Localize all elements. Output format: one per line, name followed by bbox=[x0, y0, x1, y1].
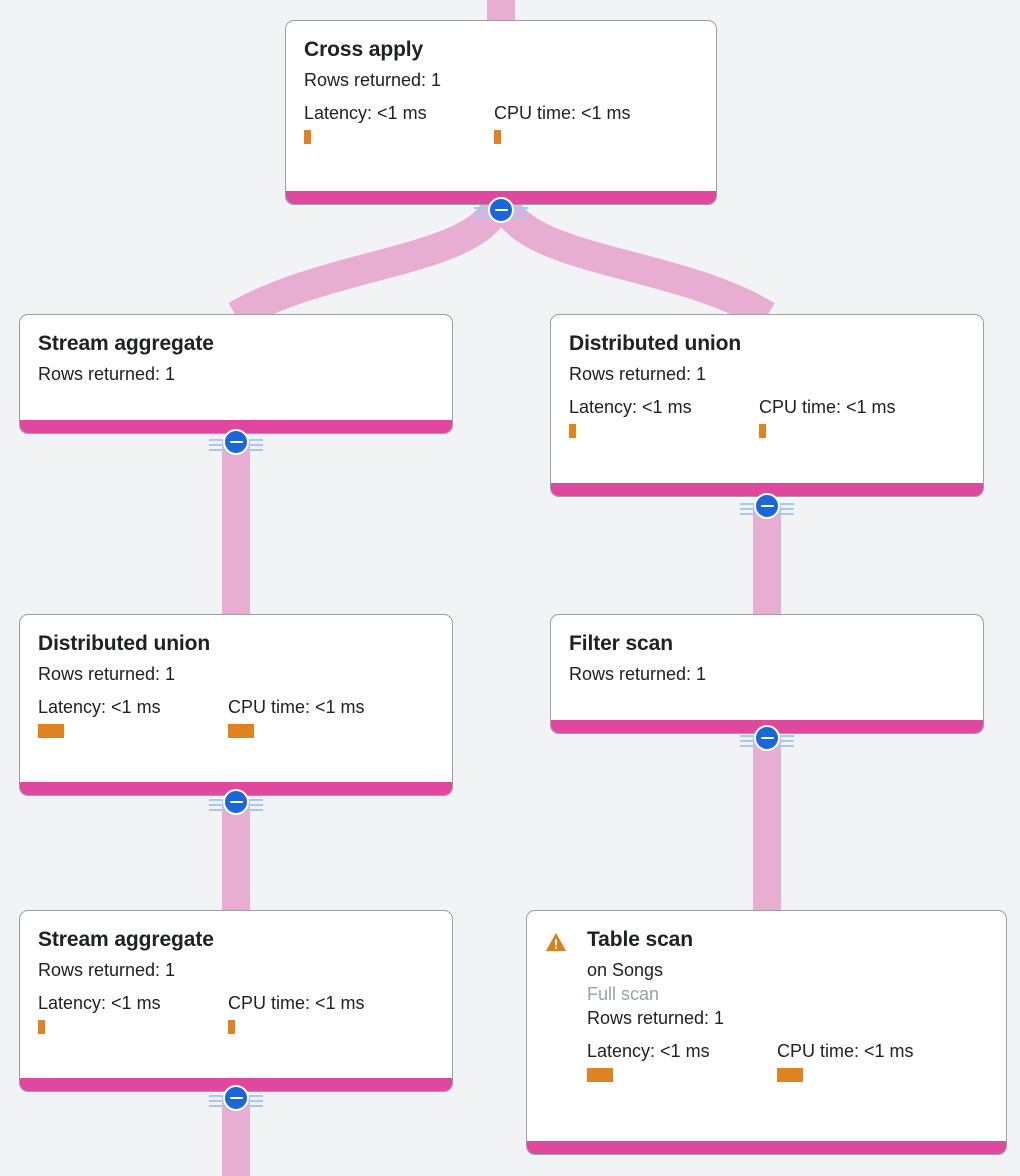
node-metrics: Latency: <1 ms CPU time: <1 ms bbox=[38, 992, 434, 1034]
minus-icon bbox=[488, 197, 514, 223]
node-accent-bar bbox=[551, 483, 983, 496]
collapse-toggle-stream-aggregate-left-1[interactable] bbox=[209, 429, 263, 455]
cpu-metric: CPU time: <1 ms bbox=[759, 396, 896, 438]
node-content: Filter scan Rows returned: 1 bbox=[569, 631, 965, 687]
cpu-bar bbox=[228, 724, 254, 738]
latency-bar bbox=[587, 1068, 613, 1082]
node-content: Distributed union Rows returned: 1 Laten… bbox=[569, 331, 965, 438]
latency-label: Latency: <1 ms bbox=[569, 397, 692, 417]
node-content: Table scan on Songs Full scan Rows retur… bbox=[587, 927, 988, 1082]
collapse-toggle-cross-apply[interactable] bbox=[474, 197, 528, 223]
node-accent-bar bbox=[20, 1078, 452, 1091]
latency-bar bbox=[569, 424, 576, 438]
node-accent-bar bbox=[527, 1141, 1006, 1154]
node-body: Filter scan Rows returned: 1 bbox=[551, 615, 983, 720]
collapse-toggle-distributed-union-left-2[interactable] bbox=[209, 789, 263, 815]
latency-label: Latency: <1 ms bbox=[38, 697, 161, 717]
minus-icon bbox=[754, 493, 780, 519]
latency-metric: Latency: <1 ms bbox=[587, 1040, 777, 1082]
rows-returned: Rows returned: 1 bbox=[569, 364, 707, 384]
latency-bar bbox=[304, 130, 311, 144]
node-title: Filter scan bbox=[569, 632, 673, 655]
cpu-bar bbox=[228, 1020, 235, 1034]
edge-cross-apply-to-distributed-union-right bbox=[492, 199, 775, 329]
node-body: Stream aggregate Rows returned: 1 bbox=[20, 315, 452, 420]
minus-icon bbox=[223, 429, 249, 455]
collapse-toggle-distributed-union-right-1[interactable] bbox=[740, 493, 794, 519]
minus-icon bbox=[223, 789, 249, 815]
cpu-metric: CPU time: <1 ms bbox=[228, 696, 365, 738]
node-content: Stream aggregate Rows returned: 1 Latenc… bbox=[38, 927, 434, 1034]
plan-node-stream-aggregate-left-1[interactable]: Stream aggregate Rows returned: 1 bbox=[19, 314, 453, 434]
cpu-bar bbox=[494, 130, 501, 144]
cpu-label: CPU time: <1 ms bbox=[494, 103, 631, 123]
collapse-toggle-filter-scan-right-2[interactable] bbox=[740, 725, 794, 751]
cpu-label: CPU time: <1 ms bbox=[228, 697, 365, 717]
node-body: Distributed union Rows returned: 1 Laten… bbox=[20, 615, 452, 782]
minus-icon bbox=[754, 725, 780, 751]
latency-metric: Latency: <1 ms bbox=[304, 102, 494, 144]
node-metrics: Latency: <1 ms CPU time: <1 ms bbox=[38, 696, 434, 738]
node-body: Table scan on Songs Full scan Rows retur… bbox=[527, 911, 1006, 1141]
node-body: Cross apply Rows returned: 1 Latency: <1… bbox=[286, 21, 716, 191]
collapse-toggle-stream-aggregate-left-3[interactable] bbox=[209, 1085, 263, 1111]
latency-bar bbox=[38, 1020, 45, 1034]
latency-label: Latency: <1 ms bbox=[38, 993, 161, 1013]
plan-node-stream-aggregate-left-3[interactable]: Stream aggregate Rows returned: 1 Latenc… bbox=[19, 910, 453, 1092]
node-title: Cross apply bbox=[304, 38, 424, 61]
latency-label: Latency: <1 ms bbox=[304, 103, 427, 123]
node-content: Cross apply Rows returned: 1 Latency: <1… bbox=[304, 37, 698, 144]
plan-node-distributed-union-left-2[interactable]: Distributed union Rows returned: 1 Laten… bbox=[19, 614, 453, 796]
cpu-bar bbox=[777, 1068, 803, 1082]
plan-node-distributed-union-right-1[interactable]: Distributed union Rows returned: 1 Laten… bbox=[550, 314, 984, 497]
node-title: Distributed union bbox=[38, 632, 211, 655]
rows-returned: Rows returned: 1 bbox=[38, 664, 176, 684]
rows-returned: Rows returned: 1 bbox=[587, 1008, 725, 1028]
rows-returned: Rows returned: 1 bbox=[38, 960, 176, 980]
node-title: Table scan bbox=[587, 928, 693, 951]
rows-returned: Rows returned: 1 bbox=[38, 364, 176, 384]
node-metrics: Latency: <1 ms CPU time: <1 ms bbox=[587, 1040, 988, 1082]
scan-type: Full scan bbox=[587, 984, 660, 1004]
latency-metric: Latency: <1 ms bbox=[569, 396, 759, 438]
node-title: Stream aggregate bbox=[38, 332, 214, 355]
node-body: Distributed union Rows returned: 1 Laten… bbox=[551, 315, 983, 483]
latency-metric: Latency: <1 ms bbox=[38, 696, 228, 738]
plan-node-table-scan-right-3[interactable]: Table scan on Songs Full scan Rows retur… bbox=[526, 910, 1007, 1155]
cpu-label: CPU time: <1 ms bbox=[228, 993, 365, 1013]
rows-returned: Rows returned: 1 bbox=[304, 70, 442, 90]
node-title: Distributed union bbox=[569, 332, 742, 355]
scan-target: on Songs bbox=[587, 960, 664, 980]
minus-icon bbox=[223, 1085, 249, 1111]
plan-node-cross-apply[interactable]: Cross apply Rows returned: 1 Latency: <1… bbox=[285, 20, 717, 205]
node-content: Distributed union Rows returned: 1 Laten… bbox=[38, 631, 434, 738]
node-accent-bar bbox=[20, 782, 452, 795]
cpu-label: CPU time: <1 ms bbox=[759, 397, 896, 417]
node-metrics: Latency: <1 ms CPU time: <1 ms bbox=[304, 102, 698, 144]
node-title: Stream aggregate bbox=[38, 928, 214, 951]
node-accent-bar bbox=[20, 420, 452, 433]
cpu-bar bbox=[759, 424, 766, 438]
cpu-metric: CPU time: <1 ms bbox=[228, 992, 365, 1034]
cpu-metric: CPU time: <1 ms bbox=[777, 1040, 914, 1082]
node-body: Stream aggregate Rows returned: 1 Latenc… bbox=[20, 911, 452, 1078]
latency-metric: Latency: <1 ms bbox=[38, 992, 228, 1034]
plan-node-filter-scan-right-2[interactable]: Filter scan Rows returned: 1 bbox=[550, 614, 984, 734]
rows-returned: Rows returned: 1 bbox=[569, 664, 707, 684]
node-content: Stream aggregate Rows returned: 1 bbox=[38, 331, 434, 387]
warning-triangle-icon bbox=[545, 932, 567, 952]
latency-label: Latency: <1 ms bbox=[587, 1041, 710, 1061]
cpu-label: CPU time: <1 ms bbox=[777, 1041, 914, 1061]
edge-cross-apply-to-stream-aggregate-left bbox=[228, 200, 510, 330]
latency-bar bbox=[38, 724, 64, 738]
cpu-metric: CPU time: <1 ms bbox=[494, 102, 631, 144]
node-metrics: Latency: <1 ms CPU time: <1 ms bbox=[569, 396, 965, 438]
warning-slot bbox=[545, 927, 587, 952]
